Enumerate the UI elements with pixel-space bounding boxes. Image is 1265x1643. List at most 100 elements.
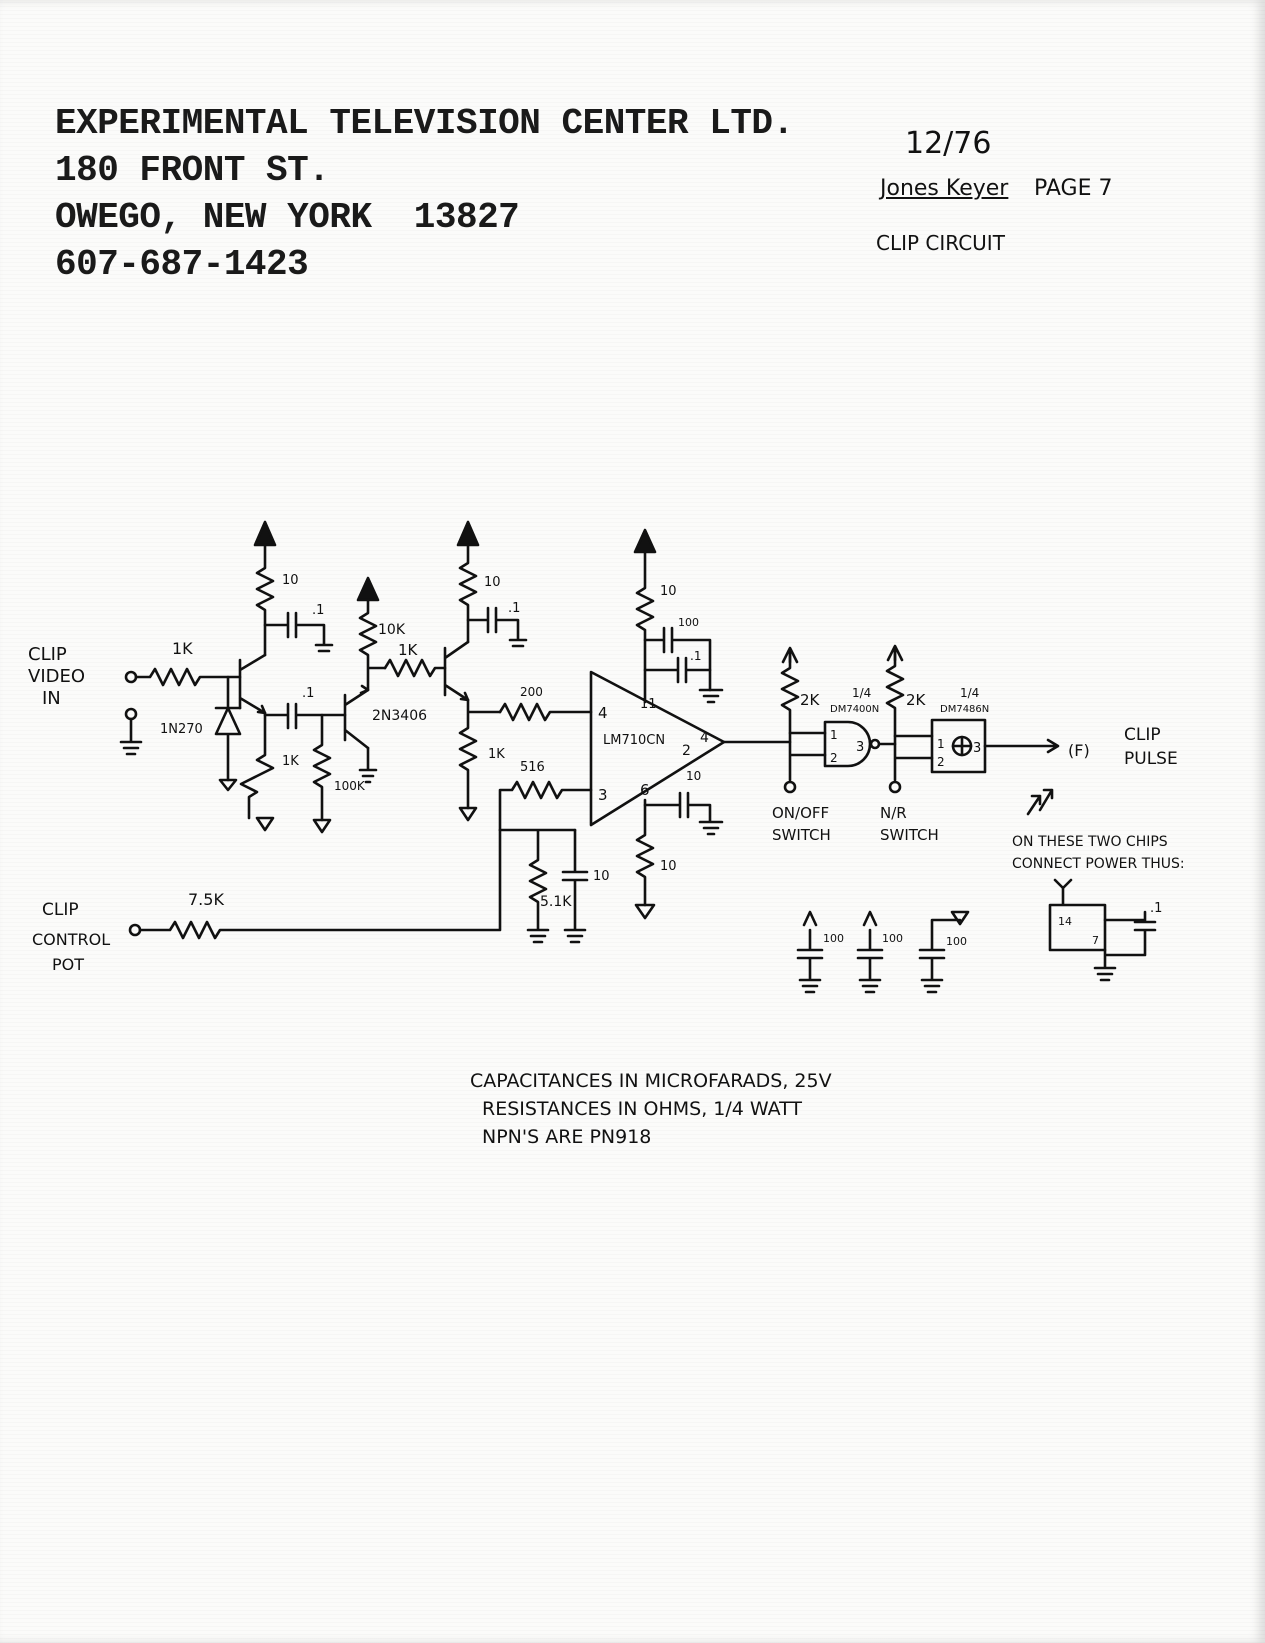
gate-dm7486n: [930, 718, 987, 774]
chip-power-cap: [1093, 910, 1157, 982]
control-label-line2: CONTROL: [32, 930, 110, 949]
q3-ground-icon: [458, 806, 478, 822]
q1-collector-resistor-10: [255, 538, 275, 657]
label-note-line1: ON THESE TWO CHIPS: [1012, 834, 1168, 850]
label-gate1-pin3: 3: [856, 740, 864, 755]
label-sw2-line1: N/R: [880, 804, 907, 822]
label-gate1-chip: DM7400N: [830, 704, 879, 715]
label-pin4-out: 4: [700, 730, 709, 746]
label-sw1-line1: ON/OFF: [772, 804, 829, 822]
label-r-bottom-opamp: 10: [660, 859, 677, 874]
label-r-10k: 10K: [378, 622, 406, 638]
label-out-line2: PULSE: [1124, 749, 1178, 769]
label-c-100: 100: [678, 616, 699, 629]
label-gate2-pin2: 2: [937, 755, 945, 769]
label-opamp: LM710CN: [603, 733, 665, 748]
gate-dm7400n: [823, 720, 872, 768]
label-r-e3-top: 10: [484, 575, 501, 590]
note-capacitances: CAPACITANCES IN MICROFARADS, 25V: [470, 1070, 832, 1092]
note-pointer-arrows-icon: [1026, 788, 1054, 816]
opamp-output-wire: [722, 731, 827, 782]
transistor-q1: [238, 653, 267, 715]
q1-bypass-cap: [263, 611, 334, 653]
input-terminal: [124, 670, 138, 684]
resistor-200: [498, 702, 593, 722]
opamp-lm710cn: [589, 670, 726, 827]
pullup-resistor-2k-a: [780, 653, 800, 744]
control-terminal: [128, 923, 142, 937]
gate1-output-wire: [877, 734, 934, 782]
label-c1: .1: [312, 603, 324, 618]
label-r-51k: 5.1K: [540, 894, 572, 910]
label-r-2k-b: 2K: [906, 691, 927, 709]
label-gate1-pin2: 2: [830, 751, 838, 765]
label-pin2: 2: [682, 743, 691, 759]
input-resistor-1k: [134, 667, 242, 687]
label-out-line1: CLIP: [1124, 725, 1161, 745]
label-bypass-1: 100: [823, 932, 844, 945]
label-gate2-frac: 1/4: [960, 686, 979, 700]
label-pin4: 4: [598, 704, 608, 722]
pullup-a-arrow-icon: [781, 646, 799, 664]
label-r-e1-top: 10: [282, 573, 299, 588]
label-gate1-pin1: 1: [830, 728, 838, 742]
pullup-resistor-2k-b: [885, 650, 905, 746]
bypass-cap-1: [796, 910, 824, 994]
label-pwr-cap: .1: [1150, 901, 1162, 916]
label-r-e3-bottom: 1K: [488, 747, 505, 762]
label-gate2-pin1: 1: [937, 737, 945, 751]
q2-resistor-10k: [358, 596, 387, 692]
label-sw1-line2: SWITCH: [772, 826, 831, 844]
resistor-7-5k: [138, 828, 502, 940]
onoff-switch-terminal: [783, 780, 797, 794]
label-r-516: 516: [520, 760, 545, 775]
opamp-cap-small-bottom: [643, 791, 724, 836]
label-out-tag: (F): [1068, 741, 1090, 760]
label-diode: 1N270: [160, 722, 203, 737]
q1-ground-icon: [255, 816, 275, 832]
label-c2: .1: [302, 686, 314, 701]
q3-collector-resistor-10: [458, 538, 478, 644]
label-r-1k-mid: 1K: [398, 641, 419, 659]
opamp-bottom-resistor-10: [635, 798, 655, 907]
output-arrow-icon: [983, 738, 1060, 754]
page-number: PAGE 7: [1034, 176, 1113, 201]
q3-supply-arrow-icon: [456, 520, 480, 547]
q2-supply-arrow-icon: [356, 576, 380, 602]
label-gate1-frac: 1/4: [852, 686, 871, 700]
note-npn: NPN'S ARE PN918: [482, 1126, 652, 1148]
transistor-q2: [343, 684, 370, 750]
letterhead-city: OWEGO, NEW YORK 13827: [55, 197, 520, 238]
diode-ground-icon: [218, 778, 238, 792]
label-c3: .1: [508, 601, 520, 616]
author-label: Jones Keyer: [880, 176, 1009, 201]
bias-resistor-100k: [312, 713, 332, 822]
opamp-top-resistor-10: [635, 546, 655, 704]
label-pin11: 11: [640, 697, 657, 712]
resistor-1k-mid: [383, 658, 447, 678]
subtitle-label: CLIP CIRCUIT: [876, 231, 1005, 255]
coupling-cap-c2: [263, 702, 347, 730]
label-gate2-pin3: 3: [973, 741, 981, 756]
q3-bypass-cap: [466, 606, 528, 648]
bypass-cap-3: [918, 910, 970, 994]
label-r-200: 200: [520, 685, 543, 699]
letterhead: EXPERIMENTAL TELEVISION CENTER LTD. 180 …: [55, 100, 794, 288]
label-q2: 2N3406: [372, 708, 427, 724]
control-label-line3: POT: [52, 955, 84, 974]
pullup-b-arrow-icon: [886, 644, 904, 662]
input-label-line2: VIDEO: [28, 666, 85, 687]
nr-switch-terminal: [888, 780, 902, 794]
opamp-cap-100: [643, 626, 712, 692]
diode-1n270: [214, 675, 242, 782]
letterhead-street: 180 FRONT ST.: [55, 150, 330, 191]
label-sw2-line2: SWITCH: [880, 826, 939, 844]
label-note-line2: CONNECT POWER THUS:: [1012, 856, 1185, 872]
note-resistances: RESISTANCES IN OHMS, 1/4 WATT: [482, 1098, 803, 1120]
input-ground-terminal: [124, 707, 138, 721]
transistor-q3: [443, 640, 470, 702]
label-r-e1-bottom: 1K: [282, 754, 299, 769]
label-bypass-2: 100: [882, 932, 903, 945]
letterhead-company: EXPERIMENTAL TELEVISION CENTER LTD.: [55, 103, 794, 144]
bypass-cap-2: [856, 910, 884, 994]
